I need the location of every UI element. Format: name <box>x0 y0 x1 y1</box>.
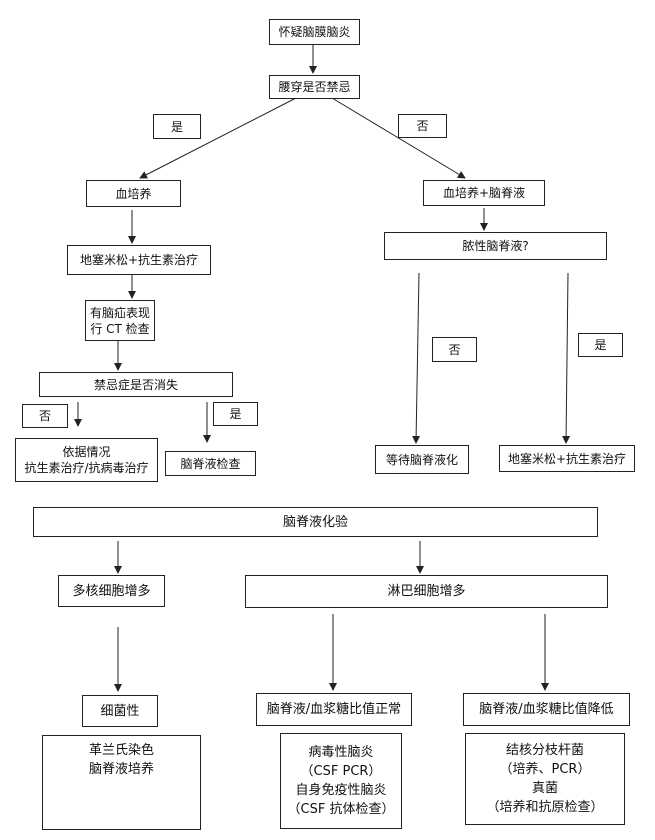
treatment-line2: 抗生素治疗/抗病毒治疗 <box>24 461 149 475</box>
yes-label-left: 是 <box>213 402 258 426</box>
arrow-purulent-to-dexa <box>562 272 571 444</box>
herniation-ct-box: 有脑疝表现 行 CT 检查 <box>85 300 155 341</box>
contraindication-resolved-box: 禁忌症是否消失 <box>39 372 233 397</box>
blood-culture-box: 血培养 <box>86 180 181 207</box>
purulent-csf-box: 脓性脑脊液? <box>384 232 607 260</box>
viral-autoimmune-box: 病毒性脑炎 （CSF PCR） 自身免疫性脑炎 （CSF 抗体检查） <box>280 733 402 829</box>
tb-line1: 结核分枝杆菌 <box>505 743 584 758</box>
dexamethasone-antibiotic-left-box: 地塞米松+抗生素治疗 <box>67 245 211 275</box>
treatment-by-condition-box: 依据情况 抗生素治疗/抗病毒治疗 <box>15 438 158 482</box>
arrow-lumbar-to-blood <box>139 97 297 179</box>
blood-csf-box: 血培养+脑脊液 <box>423 180 545 206</box>
yes-label-top: 是 <box>153 114 201 139</box>
dexamethasone-antibiotic-right-box: 地塞米松+抗生素治疗 <box>499 445 635 472</box>
lymphocyte-increase-box: 淋巴细胞增多 <box>245 575 608 608</box>
no-label-right: 否 <box>432 337 477 362</box>
glucose-ratio-low-box: 脑脊液/血浆糖比值降低 <box>463 693 630 726</box>
wait-csf-box: 等待脑脊液化 <box>375 445 469 474</box>
herniation-line1: 有脑疝表现 <box>89 305 150 320</box>
tb-fungal-box: 结核分枝杆菌 （培养、PCR） 真菌 （培养和抗原检查） <box>465 733 625 825</box>
yes-label-right: 是 <box>578 333 623 357</box>
arrow-purulent-to-wait <box>412 272 421 444</box>
viral-line2: （CSF PCR） <box>300 764 382 779</box>
gram-line2: 脑脊液培养 <box>88 762 154 777</box>
suspect-meningoencephalitis-box: 怀疑脑膜脑炎 <box>269 19 360 45</box>
herniation-line2: 行 CT 检查 <box>90 321 150 336</box>
tb-line3: 真菌 <box>531 781 558 796</box>
viral-line3: 自身免疫性脑炎 <box>295 783 387 798</box>
arrow-lumbar-to-bloodcsf <box>331 97 466 179</box>
gram-stain-culture-box: 革兰氏染色 脑脊液培养 <box>42 735 201 830</box>
treatment-line1: 依据情况 <box>62 445 111 459</box>
viral-line4: （CSF 抗体检查） <box>287 802 395 817</box>
bacterial-box: 细菌性 <box>82 695 158 727</box>
tb-line4: （培养和抗原检查） <box>486 800 604 815</box>
no-label-top: 否 <box>398 114 447 138</box>
csf-lab-test-box: 脑脊液化验 <box>33 507 598 537</box>
viral-line1: 病毒性脑炎 <box>308 745 374 760</box>
tb-line2: （培养、PCR） <box>499 762 591 777</box>
csf-exam-box: 脑脊液检查 <box>165 451 256 476</box>
polymorphonuclear-increase-box: 多核细胞增多 <box>58 575 165 607</box>
glucose-ratio-normal-box: 脑脊液/血浆糖比值正常 <box>256 693 412 726</box>
gram-line1: 革兰氏染色 <box>88 743 154 758</box>
no-label-left: 否 <box>22 404 68 428</box>
lumbar-contraindication-box: 腰穿是否禁忌 <box>269 75 360 99</box>
